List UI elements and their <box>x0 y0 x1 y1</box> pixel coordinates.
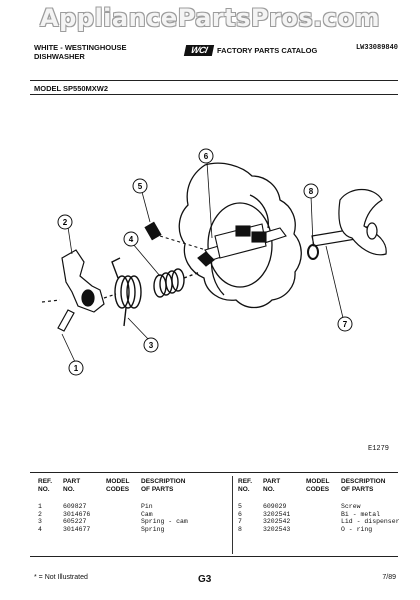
cam-shape <box>61 249 117 313</box>
callout-number: 6 <box>204 152 209 161</box>
watermark: AppliancePartsPros.com <box>40 4 380 32</box>
pin-shape <box>41 299 75 332</box>
catalog-code: LW33089840 <box>355 44 398 52</box>
figure-code: E1279 <box>368 445 390 453</box>
callout-leaders <box>61 161 344 365</box>
catalog-title-block: WCI FACTORY PARTS CATALOG <box>183 45 318 56</box>
revision-date: 7/89 <box>382 574 396 581</box>
callout-number: 8 <box>309 187 314 196</box>
table-row: 8 3202543 O - ring <box>238 525 373 533</box>
table-row: 3 605227 Spring - cam <box>38 518 188 525</box>
table-header: REF. NO. PART NO. MODEL CODES DESCRIPTIO… <box>238 478 411 493</box>
callout-circles <box>57 148 353 376</box>
col-model: MODEL CODES <box>306 478 330 493</box>
callout-3 <box>143 337 159 353</box>
callout-number: 1 <box>74 364 79 373</box>
brand-block: WHITE - WESTINGHOUSE DISHWASHER <box>34 43 127 61</box>
callout-7 <box>337 316 353 332</box>
table-row: 1 609827 Pin <box>38 503 153 510</box>
header-rule-top <box>30 80 398 81</box>
page-number: G3 <box>198 574 212 585</box>
parts-table-left: REF. NO. PART NO. MODEL CODES DESCRIPTIO… <box>38 478 231 533</box>
callout-4 <box>123 231 139 247</box>
table-row: 4 3014677 Spring <box>38 525 165 533</box>
table-row: 6 3202541 Bi - metal <box>238 510 381 518</box>
model-label: MODEL SP550MXW2 <box>34 84 109 93</box>
callout-number: 7 <box>343 320 348 329</box>
o-ring-shape <box>307 244 319 260</box>
spring-shape <box>153 268 201 298</box>
callout-5 <box>132 178 148 194</box>
table-row: 2 3014676 Cam <box>38 510 153 518</box>
col-description: DESCRIPTION OF PARTS <box>141 478 186 493</box>
product-type: DISHWASHER <box>34 52 85 61</box>
table-rule-bottom <box>30 556 398 557</box>
dispenser-lid-part <box>311 188 387 256</box>
cam-spring-shape <box>111 257 142 327</box>
callout-1 <box>68 360 84 376</box>
callout-numbers: 1 2 3 4 5 6 7 8 <box>63 152 348 373</box>
callout-number: 4 <box>129 235 134 244</box>
col-part: PART NO. <box>263 478 281 493</box>
parts-table-right: REF. NO. PART NO. MODEL CODES DESCRIPTIO… <box>238 478 411 533</box>
table-row: 7 3202542 Lid - dispenser <box>238 518 400 525</box>
exploded-parts-diagram: 1 2 3 4 5 6 7 8 <box>41 148 387 376</box>
table-divider <box>232 476 233 554</box>
callout-6 <box>198 148 214 164</box>
table-rule-top <box>30 472 398 473</box>
table-row: 5 609029 Screw <box>238 503 361 510</box>
table-header: REF. NO. PART NO. MODEL CODES DESCRIPTIO… <box>38 478 231 493</box>
brand-name: WHITE - WESTINGHOUSE <box>34 43 127 52</box>
callout-number: 5 <box>138 182 143 191</box>
callout-2 <box>57 214 73 230</box>
col-part: PART NO. <box>63 478 81 493</box>
catalog-title: FACTORY PARTS CATALOG <box>217 46 318 55</box>
bimetal-assembly <box>197 223 287 267</box>
col-ref: REF. NO. <box>238 478 253 493</box>
col-model: MODEL CODES <box>106 478 130 493</box>
col-ref: REF. NO. <box>38 478 53 493</box>
footnote: * = Not Illustrated <box>34 574 88 581</box>
callout-number: 3 <box>149 341 154 350</box>
screw-shape <box>144 221 207 251</box>
col-description: DESCRIPTION OF PARTS <box>341 478 386 493</box>
wci-logo: WCI <box>183 45 215 56</box>
callout-8 <box>303 183 319 199</box>
callout-number: 2 <box>63 218 68 227</box>
header-rule-bottom <box>30 94 398 95</box>
